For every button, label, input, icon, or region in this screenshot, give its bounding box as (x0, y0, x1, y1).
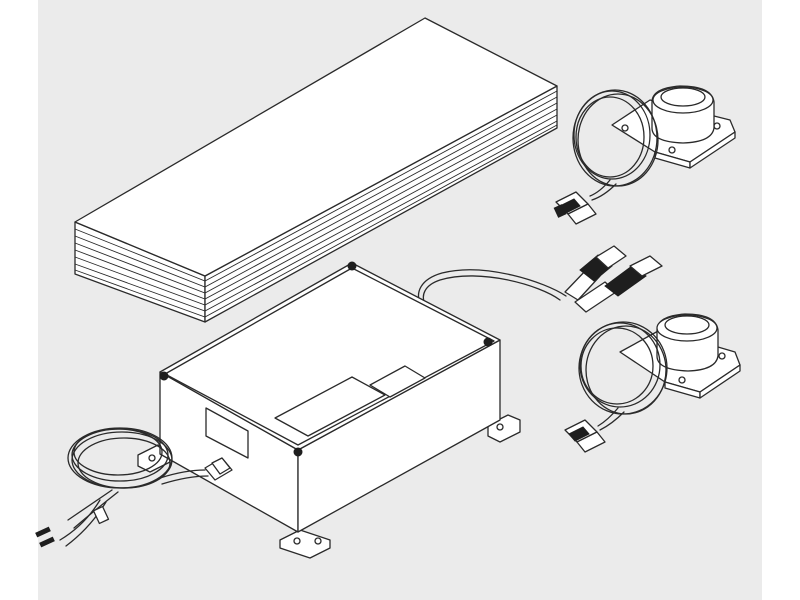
connector-icon (564, 419, 606, 453)
heating-pad-stack-icon (74, 17, 558, 323)
temperature-sensor-icon (564, 313, 741, 453)
power-cable-coil-icon (35, 427, 209, 548)
connector-icon (553, 191, 597, 225)
temperature-sensor-icon (553, 85, 736, 225)
control-box-icon (137, 261, 521, 559)
